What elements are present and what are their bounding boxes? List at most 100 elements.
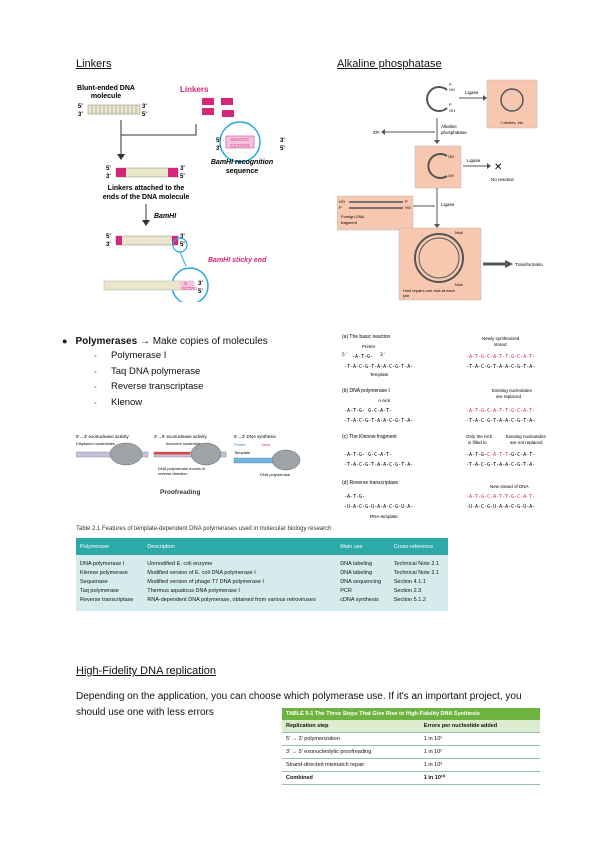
- svg-text:G: G: [184, 281, 188, 286]
- svg-text:BamHI: BamHI: [154, 213, 177, 220]
- svg-text:Alkaline: Alkaline: [441, 124, 457, 129]
- svg-text:Only the nick: Only the nick: [466, 434, 493, 439]
- svg-text:Foreign DNA: Foreign DNA: [341, 214, 364, 219]
- svg-text:✕: ✕: [494, 162, 502, 173]
- svg-text:HO: HO: [339, 199, 345, 204]
- linkers-label: Linkers: [180, 85, 209, 94]
- svg-text:3': 3': [280, 138, 285, 144]
- svg-text:-A-T-G-C-A-T-T-G-C-A-T-: -A-T-G-C-A-T-T-G-C-A-T-: [466, 452, 535, 458]
- svg-text:-T-A-C-G-T-A-A-C-G-T-A-: -T-A-C-G-T-A-A-C-G-T-A-: [466, 462, 535, 468]
- svg-text:-A-T-G-: -A-T-G-: [344, 494, 365, 500]
- svg-text:OH: OH: [449, 87, 455, 92]
- svg-text:CCTAG: CCTAG: [182, 286, 198, 291]
- svg-text:5': 5': [106, 166, 111, 172]
- svg-text:-U-A-C-G-U-A-A-C-G-U-A-: -U-A-C-G-U-A-A-C-G-U-A-: [466, 504, 535, 510]
- svg-text:Primer: Primer: [362, 344, 376, 349]
- svg-text:Linkers attached to the: Linkers attached to the: [108, 185, 185, 192]
- svg-text:OH: OH: [448, 173, 454, 178]
- svg-text:-A-T-G- G-C-A-T-: -A-T-G- G-C-A-T-: [344, 452, 392, 458]
- svg-text:-A-T-G-C-A-T-T-G-C-A-T-: -A-T-G-C-A-T-T-G-C-A-T-: [466, 408, 535, 414]
- svg-text:3': 3': [78, 112, 83, 118]
- svg-text:Primer: Primer: [234, 442, 246, 447]
- list-item: ◦Taq DNA polymerase: [94, 365, 201, 377]
- svg-text:DNA polymerase moves in: DNA polymerase moves in: [158, 466, 205, 471]
- svg-text:P: P: [339, 205, 342, 210]
- svg-text:BamHI recognition: BamHI recognition: [211, 159, 273, 166]
- svg-text:Ligase: Ligase: [441, 202, 455, 207]
- svg-text:Proofreading: Proofreading: [160, 489, 200, 496]
- svg-text:-T-A-C-G-T-A-A-C-G-T-A-: -T-A-C-G-T-A-A-C-G-T-A-: [466, 364, 535, 370]
- svg-text:5'→3' DNA synthesis: 5'→3' DNA synthesis: [234, 434, 276, 439]
- svg-text:3': 3': [180, 234, 185, 240]
- svg-text:GGATCC: GGATCC: [231, 137, 251, 142]
- table-2-1: Table 2.1 Features of template-dependent…: [76, 526, 448, 611]
- svg-text:are not replaced: are not replaced: [510, 440, 543, 445]
- svg-text:(d) Reverse transcriptase: (d) Reverse transcriptase: [342, 480, 398, 486]
- svg-text:fragment: fragment: [341, 220, 358, 225]
- svg-text:(a) The basic reaction: (a) The basic reaction: [342, 334, 390, 340]
- svg-text:Nick: Nick: [455, 282, 463, 287]
- proofreading-figure: 5'→3' exonuclease activity Displaced nuc…: [76, 434, 301, 496]
- svg-text:3': 3': [380, 352, 385, 358]
- svg-text:-T-A-C-G-T-A-A-C-G-T-A-: -T-A-C-G-T-A-A-C-G-T-A-: [344, 418, 413, 424]
- svg-text:BamHI sticky end: BamHI sticky end: [208, 257, 267, 264]
- table-caption: Table 2.1 Features of template-dependent…: [76, 526, 332, 532]
- table-header: Main use: [336, 538, 390, 555]
- svg-text:2Pi: 2Pi: [373, 130, 380, 135]
- svg-text:HO: HO: [405, 205, 411, 210]
- svg-text:5': 5': [180, 242, 185, 248]
- svg-text:-T-A-C-G-T-A-A-C-G-T-A-: -T-A-C-G-T-A-A-C-G-T-A-: [344, 364, 413, 370]
- svg-text:sequence: sequence: [226, 168, 258, 175]
- svg-text:3'→5' exonuclease activity: 3'→5' exonuclease activity: [154, 434, 207, 439]
- svg-text:-A-T-G-: -A-T-G-: [352, 354, 373, 360]
- svg-text:OH: OH: [449, 108, 455, 113]
- list-item: ◦Reverse transcriptase: [94, 381, 204, 392]
- polymerases-title: Polymerases: [75, 336, 138, 347]
- svg-text:Displaced nucleotides: Displaced nucleotides: [76, 441, 115, 446]
- svg-text:P: P: [405, 199, 408, 204]
- svg-text:+ dimers, etc.: + dimers, etc.: [500, 120, 524, 125]
- table-header: Description: [143, 538, 337, 555]
- list-item: ◦Polymerase I: [94, 350, 167, 361]
- svg-text:Existing nucleotides: Existing nucleotides: [506, 434, 547, 439]
- svg-text:-A-T-G-C-A-T-T-G-C-A-T-: -A-T-G-C-A-T-T-G-C-A-T-: [466, 354, 535, 360]
- svg-text:Template: Template: [370, 372, 389, 377]
- svg-text:5': 5': [180, 174, 185, 180]
- linkers-figure: Blunt-ended DNA molecule 5'3' 3'5' Linke…: [77, 85, 285, 302]
- svg-text:3': 3': [198, 281, 203, 287]
- table-header: Cross-reference: [389, 538, 448, 555]
- svg-text:Ligase: Ligase: [467, 158, 481, 163]
- table-header: Polymerase: [76, 538, 144, 555]
- alkaline-figure: POH POH Ligase + dimers, etc. Alkalineph…: [337, 79, 543, 301]
- svg-text:RNA template: RNA template: [370, 514, 398, 519]
- svg-text:Newly synthesized: Newly synthesized: [482, 336, 520, 341]
- svg-text:3': 3': [180, 166, 185, 172]
- svg-text:(b) DNA polymerase I: (b) DNA polymerase I: [342, 388, 390, 394]
- svg-text:5': 5': [78, 104, 83, 110]
- svg-text:Existing nucleotides: Existing nucleotides: [492, 388, 533, 393]
- svg-text:5': 5': [280, 146, 285, 152]
- svg-text:P: P: [449, 102, 452, 107]
- svg-text:Transformation: Transformation: [515, 262, 543, 267]
- svg-text:(c) The Klenow fragment: (c) The Klenow fragment: [342, 434, 397, 440]
- svg-text:CCTAGG: CCTAGG: [231, 143, 250, 148]
- polymerase-reactions-figure: (a) The basic reaction Primer Newly synt…: [342, 334, 547, 519]
- highfidelity-paragraph: Depending on the application, you can ch…: [76, 691, 522, 718]
- svg-text:DNA polymerase: DNA polymerase: [260, 472, 291, 477]
- polymerase-table: Polymerase Description Main use Cross-re…: [76, 538, 448, 611]
- svg-text:No reaction: No reaction: [491, 177, 515, 182]
- svg-text:join: join: [402, 293, 409, 298]
- linkers-heading: Linkers: [76, 58, 112, 70]
- svg-text:Incorrect nucleotide: Incorrect nucleotide: [166, 441, 202, 446]
- svg-text:3': 3': [216, 146, 221, 152]
- list-item: ◦Klenow: [94, 396, 143, 408]
